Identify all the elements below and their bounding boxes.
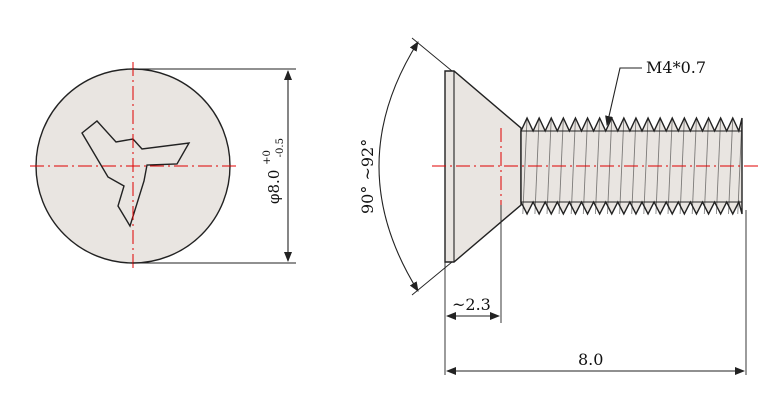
thread-crest-line [522,117,528,215]
diameter-dimension: φ8.0 +0 -0.5 [256,138,286,204]
tolerance-upper: +0 [262,150,273,165]
angle-arc [378,41,419,292]
thread-crest-line [667,117,673,215]
thread-crest-line [619,117,625,215]
head-height-dimension: ~2.3 [452,295,491,314]
tri-wing-recess-icon [81,120,191,228]
top-view: φ8.0 +0 -0.5 [30,62,296,272]
thread-crest-line [643,117,649,215]
side-view: M4*0.7 90° ~92° ~2.3 8.0 [358,37,760,375]
angle-dimension: 90° ~92° [358,139,377,214]
thread-crest-line [691,117,697,215]
thread-callout: M4*0.7 [646,58,706,77]
tolerance-lower: -0.5 [275,138,286,157]
thread-crest-line [594,117,601,215]
diameter-value: φ8.0 [265,170,283,204]
angle-ext-top [411,37,453,72]
thread-crest-line [546,117,552,215]
overall-length-dimension: 8.0 [578,350,603,369]
thread-crest-line [715,117,722,215]
thread-callout-leader [605,67,642,126]
thread-crest-line [570,117,576,215]
